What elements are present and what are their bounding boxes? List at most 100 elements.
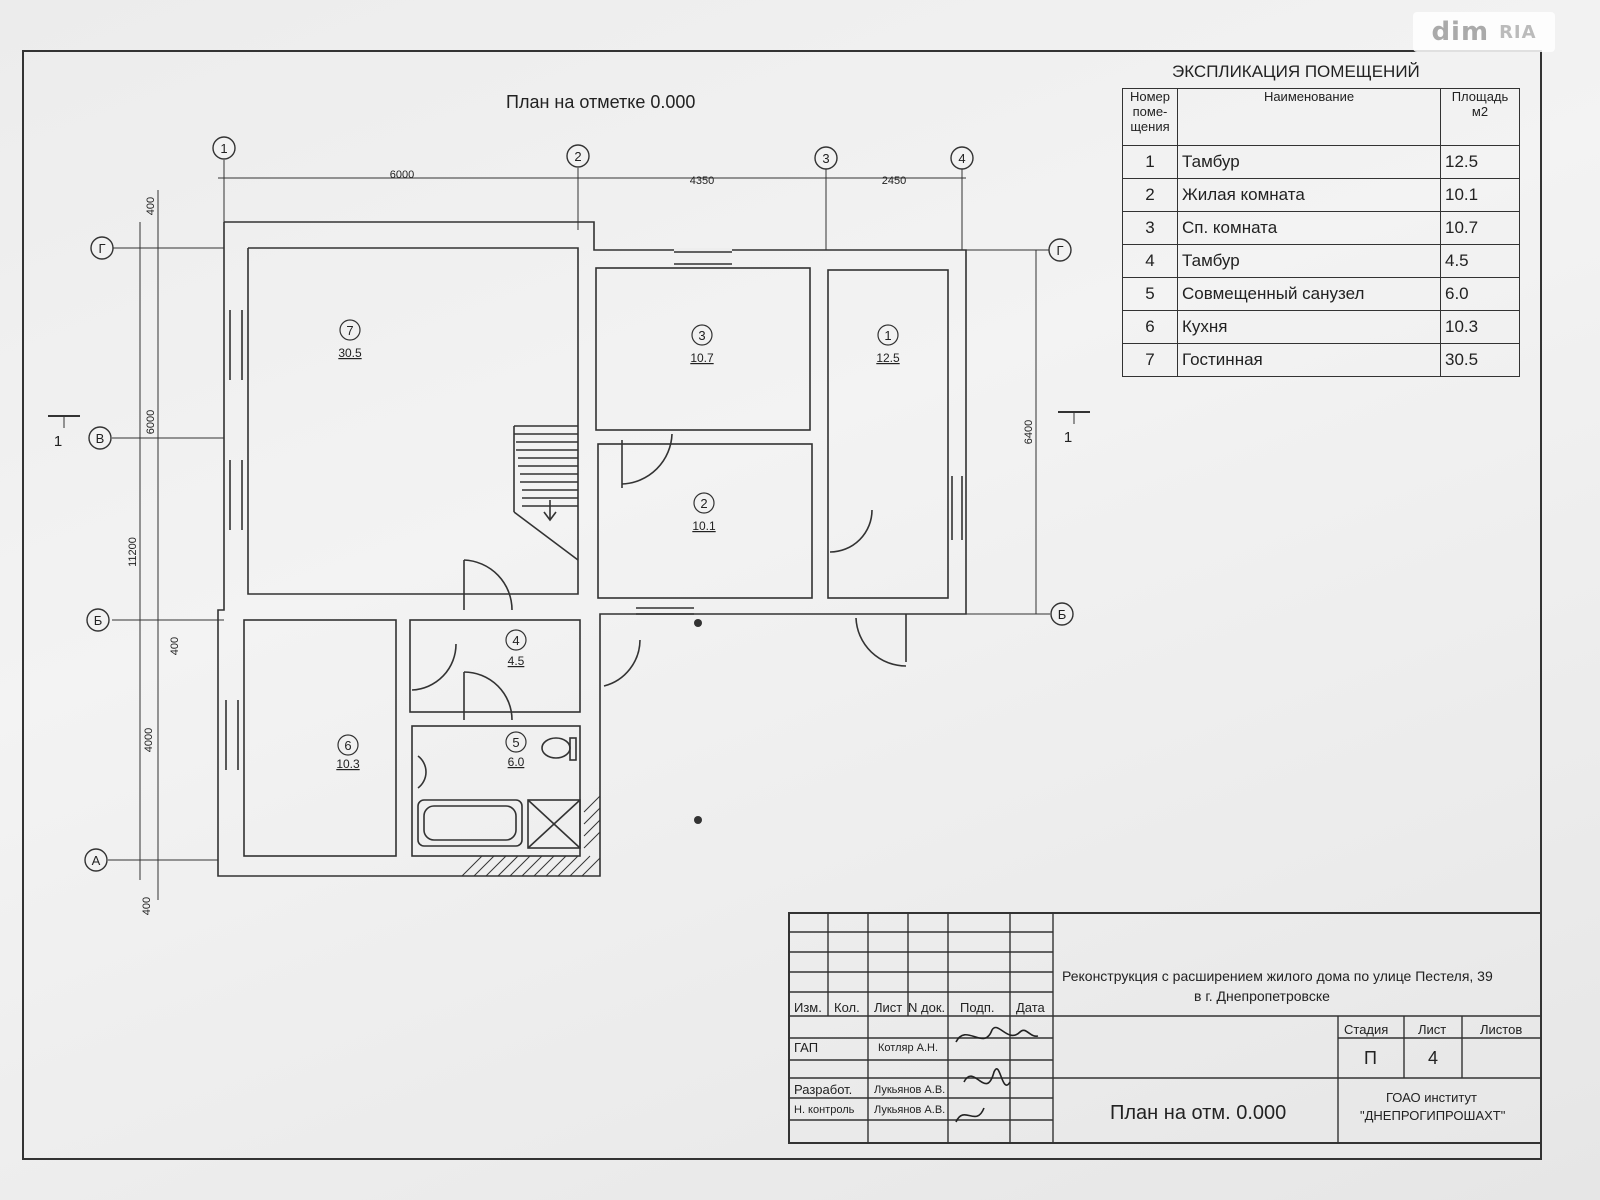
title-block-grid bbox=[788, 912, 1542, 1144]
staircase bbox=[513, 425, 579, 561]
axis-label-col: 4 bbox=[958, 151, 965, 166]
room-6-circle bbox=[337, 734, 359, 756]
stage-label: Стадия bbox=[1344, 1022, 1389, 1037]
dimension-label: 4350 bbox=[690, 175, 714, 187]
room-3-circle bbox=[691, 324, 713, 346]
table-row: 5 Совмещенный санузел 6.0 bbox=[1122, 277, 1520, 311]
cell-area: 10.1 bbox=[1440, 178, 1520, 212]
room-number: 6 bbox=[344, 738, 351, 753]
drawing-frame bbox=[22, 50, 1542, 1160]
drawing-title: План на отм. 0.000 bbox=[1110, 1102, 1287, 1124]
room-5-circle bbox=[505, 731, 527, 753]
dimension-label: 2450 bbox=[882, 175, 906, 187]
door-swing bbox=[603, 639, 641, 687]
dimension-label: 4000 bbox=[143, 728, 155, 752]
cell-number: 5 bbox=[1122, 277, 1178, 311]
cell-name: Совмещенный санузел bbox=[1177, 277, 1441, 311]
sheet-label: Лист bbox=[1418, 1022, 1447, 1037]
cell-name: Тамбур bbox=[1177, 145, 1441, 179]
sheet-value: 4 bbox=[1428, 1048, 1439, 1068]
room-6-walls bbox=[243, 619, 397, 857]
axis-bubble-g-right bbox=[1048, 238, 1072, 262]
col-header: Лист bbox=[874, 1000, 903, 1015]
door-swing bbox=[621, 433, 673, 485]
axis-bubble-g-left bbox=[90, 236, 114, 260]
watermark-ria: RIA bbox=[1499, 21, 1537, 43]
outer-wall-outer bbox=[217, 221, 967, 877]
dimension-label: 400 bbox=[169, 637, 181, 655]
bathtub bbox=[417, 799, 523, 847]
table-row: 6 Кухня 10.3 bbox=[1122, 310, 1520, 344]
axis-bubble-a-left bbox=[84, 848, 108, 872]
role-label: Н. контроль bbox=[794, 1104, 855, 1116]
room-area: 30.5 bbox=[338, 346, 362, 360]
axis-label-col: 3 bbox=[822, 151, 829, 166]
shower-tray bbox=[527, 799, 581, 849]
room-area: 12.5 bbox=[876, 351, 900, 365]
room-7-walls bbox=[247, 247, 579, 595]
cell-name: Сп. комната bbox=[1177, 211, 1441, 245]
project-location: в г. Днепропетровске bbox=[1194, 988, 1330, 1004]
axis-bubble-4 bbox=[950, 146, 974, 170]
marker-dot bbox=[694, 619, 702, 627]
room-1-circle bbox=[877, 324, 899, 346]
cell-number: 7 bbox=[1122, 343, 1178, 377]
room-4-walls bbox=[409, 619, 581, 713]
cell-area: 30.5 bbox=[1440, 343, 1520, 377]
cell-area: 10.3 bbox=[1440, 310, 1520, 344]
bathtub-inner bbox=[423, 805, 517, 841]
dimension-label: 400 bbox=[141, 897, 153, 915]
title-block: Изм. Кол. Лист N док. Подп. Дата ГАП Кот… bbox=[788, 912, 1542, 1144]
organization-line2: "ДНЕПРОГИПРОШАХТ" bbox=[1360, 1108, 1506, 1123]
room-number: 3 bbox=[698, 328, 705, 343]
table-row: 3 Сп. комната 10.7 bbox=[1122, 211, 1520, 245]
toilet bbox=[541, 737, 571, 759]
room-area: 10.3 bbox=[336, 757, 360, 771]
header-number: Номер поме-щения bbox=[1122, 88, 1178, 146]
signature bbox=[955, 1026, 1039, 1123]
col-header: Подп. bbox=[960, 1000, 995, 1015]
room-area: 6.0 bbox=[508, 755, 525, 769]
cell-name: Жилая комната bbox=[1177, 178, 1441, 212]
dimension-label: 6000 bbox=[390, 169, 414, 181]
cell-area: 10.7 bbox=[1440, 211, 1520, 245]
door-swing bbox=[411, 643, 457, 691]
room-5-walls bbox=[411, 725, 581, 857]
door-swing bbox=[855, 617, 907, 667]
door-swing bbox=[463, 671, 513, 721]
section-label: 1 bbox=[1064, 429, 1072, 446]
axis-bubble-v-left bbox=[88, 426, 112, 450]
sink bbox=[417, 755, 427, 789]
cell-number: 3 bbox=[1122, 211, 1178, 245]
axis-label-row: А bbox=[92, 853, 101, 868]
dimension-label: 11200 bbox=[127, 537, 139, 567]
organization-line1: ГОАО институт bbox=[1386, 1090, 1477, 1105]
axis-label-row: Б bbox=[1058, 607, 1067, 622]
table-row: 2 Жилая комната 10.1 bbox=[1122, 178, 1520, 212]
explication-header-row: Номер поме-щения Наименование Площадь м2 bbox=[1122, 88, 1520, 146]
plan-title: План на отметке 0.000 bbox=[506, 92, 696, 112]
explication-table: Номер поме-щения Наименование Площадь м2… bbox=[1122, 88, 1520, 377]
shower-tray-cross bbox=[527, 799, 581, 849]
cell-number: 4 bbox=[1122, 244, 1178, 278]
axis-label-col: 2 bbox=[574, 149, 581, 164]
col-header: Изм. bbox=[794, 1000, 822, 1015]
axis-bubble-b-left bbox=[86, 608, 110, 632]
stage-value: П bbox=[1364, 1048, 1377, 1068]
col-header: N док. bbox=[908, 1000, 946, 1015]
col-header: Кол. bbox=[834, 1000, 860, 1015]
axis-label-row: Г bbox=[98, 241, 105, 256]
room-7-circle bbox=[339, 319, 361, 341]
room-number: 7 bbox=[346, 323, 353, 338]
cell-number: 2 bbox=[1122, 178, 1178, 212]
room-area: 10.7 bbox=[690, 351, 714, 365]
axis-label-row: В bbox=[96, 431, 105, 446]
role-label: Разработ. bbox=[794, 1082, 853, 1097]
section-label: 1 bbox=[54, 433, 62, 450]
room-1-walls bbox=[827, 269, 949, 599]
project-title: Реконструкция с расширением жилого дома … bbox=[1062, 968, 1493, 984]
cell-name: Тамбур bbox=[1177, 244, 1441, 278]
